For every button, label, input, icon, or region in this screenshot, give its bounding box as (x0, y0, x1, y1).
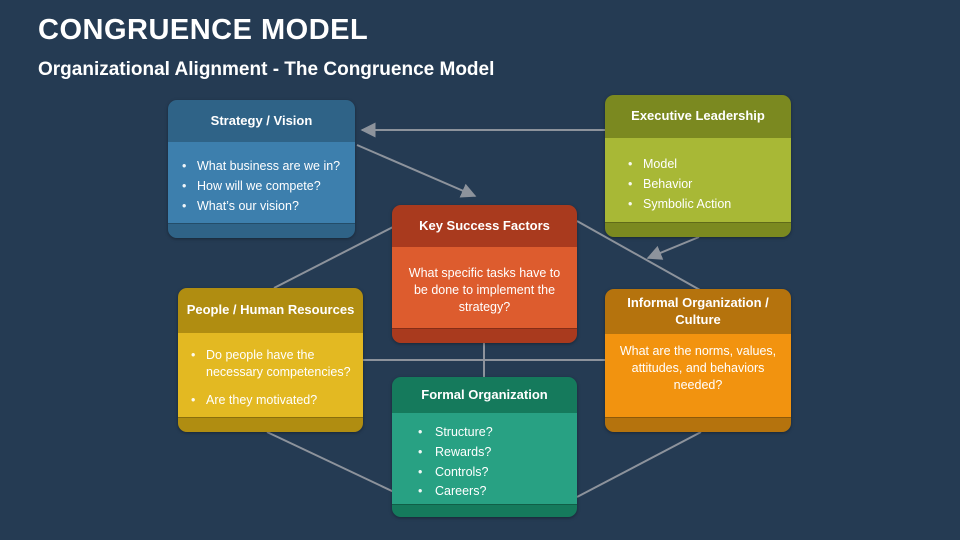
bullet-item: Rewards? (418, 444, 569, 461)
bullet-item: Behavior (628, 176, 783, 193)
bullet-item: Structure? (418, 424, 569, 441)
box-formal-organization-footer (392, 504, 577, 517)
box-key-success-factors-footer (392, 328, 577, 343)
box-formal-organization: Formal Organization Structure? Rewards? Co… (392, 377, 577, 517)
box-people-human-resources: People / Human Resources Do people have … (178, 288, 363, 432)
connector-key-success-to-informal (576, 220, 701, 291)
bullet-list: Structure? Rewards? Controls? Careers? (418, 424, 569, 501)
bullet-item: How will we compete? (182, 178, 347, 195)
connector-formal-to-informal (576, 431, 702, 498)
box-people-human-resources-title: People / Human Resources (178, 288, 363, 333)
box-informal-organization-culture-text: What are the norms, values, attitudes, a… (619, 344, 777, 392)
page-subtitle: Organizational Alignment - The Congruenc… (38, 59, 495, 80)
bullet-item: Do people have the necessary competencie… (191, 347, 357, 381)
box-strategy-vision-title: Strategy / Vision (168, 100, 355, 142)
box-key-success-factors-body: What specific tasks have to be done to i… (392, 247, 577, 328)
bullet-list: ModelBehaviorSymbolic Action (628, 156, 783, 213)
connector-strategy-to-key-success (356, 144, 477, 198)
connector-exec-to-key-success (646, 236, 700, 260)
bullet-item: Symbolic Action (628, 196, 783, 213)
bullet-list: What business are we in? How will we comp… (182, 158, 347, 215)
box-executive-leadership-title: Executive Leadership (605, 95, 791, 138)
bullet-item: Careers? (418, 483, 569, 500)
box-people-human-resources-footer (178, 417, 363, 432)
box-key-success-factors-title: Key Success Factors (392, 205, 577, 247)
box-executive-leadership-body: ModelBehaviorSymbolic Action (605, 138, 791, 222)
bullet-item: Model (628, 156, 783, 173)
box-strategy-vision-body: What business are we in? How will we comp… (168, 142, 355, 223)
connector-people-to-formal (266, 431, 395, 493)
bullet-item: Are they motivated? (191, 392, 357, 409)
bullet-item: Controls? (418, 464, 569, 481)
connector-people-to-key-success (273, 226, 394, 289)
box-key-success-factors-text: What specific tasks have to be done to i… (408, 266, 561, 314)
box-informal-organization-culture-footer (605, 417, 791, 432)
box-informal-organization-culture: Informal Organization / Culture What are… (605, 289, 791, 432)
box-executive-leadership: Executive Leadership ModelBehaviorSymbol… (605, 95, 791, 237)
bullet-item: What business are we in? (182, 158, 347, 175)
box-formal-organization-body: Structure? Rewards? Controls? Careers? (392, 412, 577, 505)
box-informal-organization-culture-title: Informal Organization / Culture (605, 289, 791, 334)
box-key-success-factors: Key Success Factors What specific tasks … (392, 205, 577, 343)
box-strategy-vision-footer (168, 223, 355, 238)
box-formal-organization-title: Formal Organization (392, 377, 577, 413)
bullet-list: Do people have the necessary competencie… (191, 347, 357, 409)
box-people-human-resources-body: Do people have the necessary competencie… (178, 333, 363, 417)
box-executive-leadership-footer (605, 222, 791, 237)
box-informal-organization-culture-body: What are the norms, values, attitudes, a… (605, 334, 791, 417)
box-strategy-vision: Strategy / Vision What business are we i… (168, 100, 355, 238)
page-title: CONGRUENCE MODEL (38, 14, 369, 46)
bullet-item: What’s our vision? (182, 198, 347, 215)
